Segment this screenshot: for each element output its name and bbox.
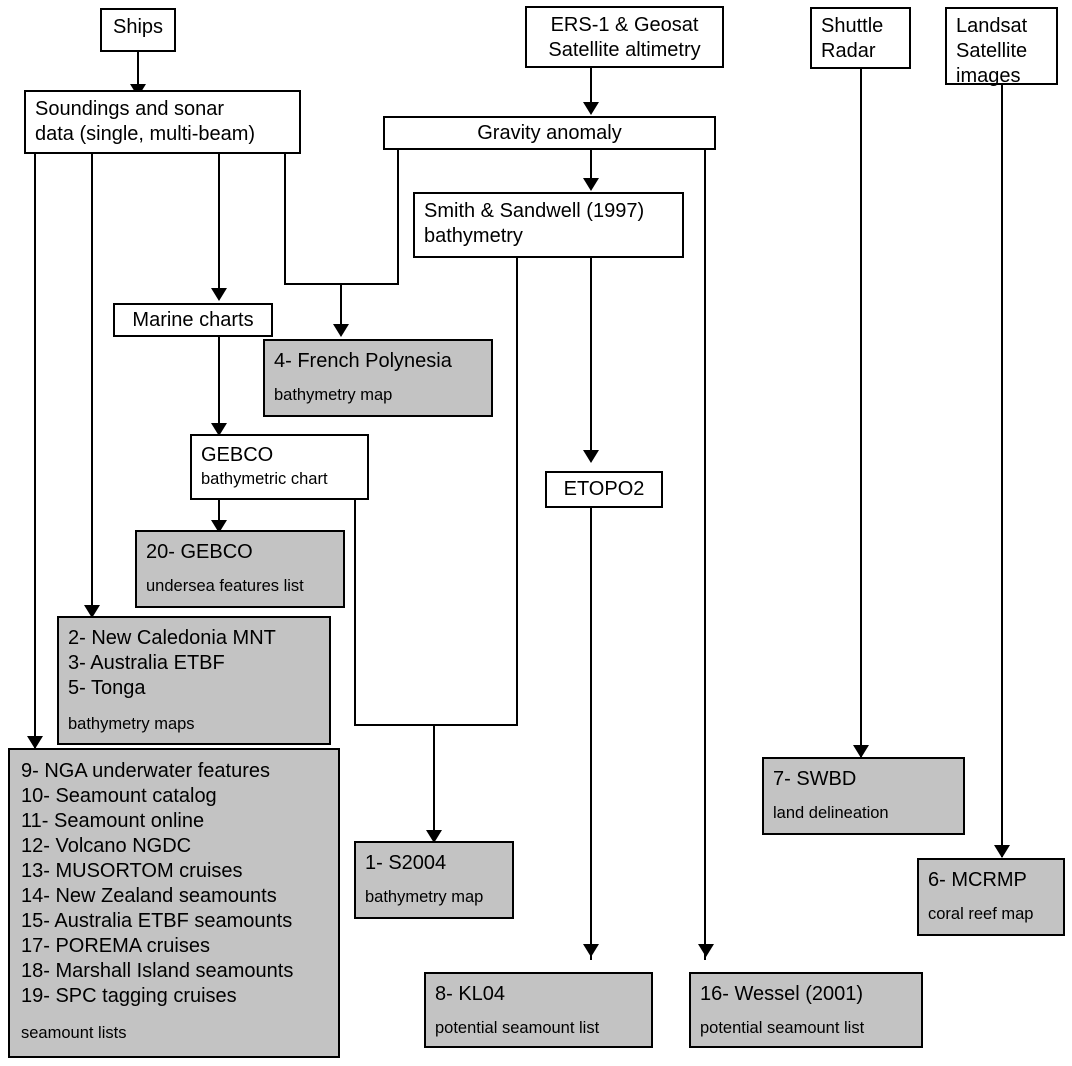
edge-gebco-to-merge-bar-b	[354, 500, 356, 726]
arrowhead-smith	[583, 178, 599, 191]
node-marine-charts-title: Marine charts	[132, 309, 254, 331]
edge-landsat-to-mcrmp	[1001, 85, 1003, 857]
node-swbd-title: 7- SWBD	[773, 768, 857, 790]
edge-shuttle-to-swbd	[860, 69, 862, 757]
node-gebco-list-sub: undersea features list	[146, 577, 304, 595]
node-kl04[interactable]: 8- KL04 potential seamount list	[424, 972, 653, 1048]
node-seamount-lists-sub: seamount lists	[21, 1024, 127, 1042]
edge-ers-to-gravity	[590, 68, 592, 106]
node-gebco-list[interactable]: 20- GEBCO undersea features list	[135, 530, 345, 608]
node-s2004-title: 1- S2004	[365, 852, 447, 874]
node-gebco-list-title: 20- GEBCO	[146, 541, 253, 563]
node-mcrmp[interactable]: 6- MCRMP coral reef map	[917, 858, 1065, 936]
edge-soundings-to-seamount-lists	[34, 154, 36, 754]
node-shuttle-radar[interactable]: Shuttle Radar	[810, 7, 911, 69]
node-seamount-lists[interactable]: 9- NGA underwater features 10- Seamount …	[8, 748, 340, 1058]
node-swbd[interactable]: 7- SWBD land delineation	[762, 757, 965, 835]
arrowhead-marine-charts	[211, 288, 227, 301]
edge-gravity-to-smith	[590, 150, 592, 182]
node-soundings-title: Soundings and sonar data (single, multi-…	[35, 98, 256, 145]
node-wessel-title: 16- Wessel (2001)	[700, 983, 864, 1005]
node-smith-sandwell-title: Smith & Sandwell (1997) bathymetry	[424, 200, 645, 247]
node-wessel[interactable]: 16- Wessel (2001) potential seamount lis…	[689, 972, 923, 1048]
node-soundings[interactable]: Soundings and sonar data (single, multi-…	[24, 90, 301, 154]
node-kl04-sub: potential seamount list	[435, 1019, 600, 1037]
node-swbd-sub: land delineation	[773, 804, 889, 822]
edge-soundings-to-bathymetry-maps	[91, 154, 93, 624]
arrowhead-etopo2	[583, 450, 599, 463]
node-marine-charts[interactable]: Marine charts	[113, 303, 273, 337]
node-gebco-chart-sub: bathymetric chart	[201, 470, 328, 488]
edge-etopo2-to-kl04	[590, 508, 592, 960]
node-wessel-sub: potential seamount list	[700, 1019, 865, 1037]
node-ers-geosat[interactable]: ERS-1 & Geosat Satellite altimetry	[525, 6, 724, 68]
arrowhead-mcrmp	[994, 845, 1010, 858]
node-mcrmp-sub: coral reef map	[928, 905, 1034, 923]
edge-ships-to-soundings	[137, 52, 139, 90]
node-french-polynesia-title: 4- French Polynesia	[274, 350, 452, 372]
node-ships-title: Ships	[112, 16, 164, 38]
node-seamount-lists-title: 9- NGA underwater features 10- Seamount …	[21, 760, 294, 1007]
edge-gravity-to-wessel	[704, 150, 706, 960]
node-bathymetry-maps[interactable]: 2- New Caledonia MNT 3- Australia ETBF 5…	[57, 616, 331, 745]
node-french-polynesia[interactable]: 4- French Polynesia bathymetry map	[263, 339, 493, 417]
edge-soundings-to-merge-bar-a	[284, 154, 286, 285]
node-ships[interactable]: Ships	[100, 8, 176, 52]
arrowhead-gebco-chart	[211, 423, 227, 436]
arrowhead-seamount-lists	[27, 736, 43, 749]
node-ers-geosat-title: ERS-1 & Geosat Satellite altimetry	[548, 14, 701, 61]
node-mcrmp-title: 6- MCRMP	[928, 869, 1027, 891]
edge-gebco-to-gebco-list	[218, 500, 220, 524]
arrowhead-swbd	[853, 745, 869, 758]
edge-smith-to-merge-bar-b	[516, 258, 518, 726]
node-gebco-chart[interactable]: GEBCO bathymetric chart	[190, 434, 369, 500]
merge-bar-s2004	[354, 724, 518, 726]
node-shuttle-radar-title: Shuttle Radar	[821, 15, 884, 62]
node-gebco-chart-title: GEBCO	[201, 444, 274, 466]
edge-marine-charts-to-gebco	[218, 337, 220, 427]
arrowhead-bathymetry-maps	[84, 605, 100, 618]
edge-gravity-to-merge-bar-a	[397, 150, 399, 285]
node-s2004[interactable]: 1- S2004 bathymetry map	[354, 841, 514, 919]
node-bathymetry-maps-title: 2- New Caledonia MNT 3- Australia ETBF 5…	[68, 627, 276, 699]
node-etopo2[interactable]: ETOPO2	[545, 471, 663, 508]
arrowhead-kl04	[583, 944, 599, 957]
edge-smith-to-etopo2	[590, 258, 592, 452]
arrowhead-wessel	[698, 944, 714, 957]
node-landsat[interactable]: Landsat Satellite images	[945, 7, 1058, 87]
node-french-polynesia-sub: bathymetry map	[274, 386, 393, 404]
node-gravity-anomaly[interactable]: Gravity anomaly	[383, 116, 716, 150]
arrowhead-gravity	[583, 102, 599, 115]
node-kl04-title: 8- KL04	[435, 983, 506, 1005]
node-gravity-anomaly-title: Gravity anomaly	[477, 122, 622, 144]
node-s2004-sub: bathymetry map	[365, 888, 484, 906]
edge-merge-to-french-polynesia	[340, 283, 342, 328]
node-etopo2-title: ETOPO2	[563, 478, 645, 500]
edge-merge-to-s2004	[433, 724, 435, 834]
arrowhead-french-polynesia	[333, 324, 349, 337]
arrowhead-gebco-list	[211, 520, 227, 533]
edge-soundings-to-marine-charts	[218, 154, 220, 296]
node-bathymetry-maps-sub: bathymetry maps	[68, 715, 195, 733]
node-smith-sandwell[interactable]: Smith & Sandwell (1997) bathymetry	[413, 192, 684, 258]
arrowhead-s2004	[426, 830, 442, 843]
node-landsat-title: Landsat Satellite images	[956, 15, 1028, 87]
